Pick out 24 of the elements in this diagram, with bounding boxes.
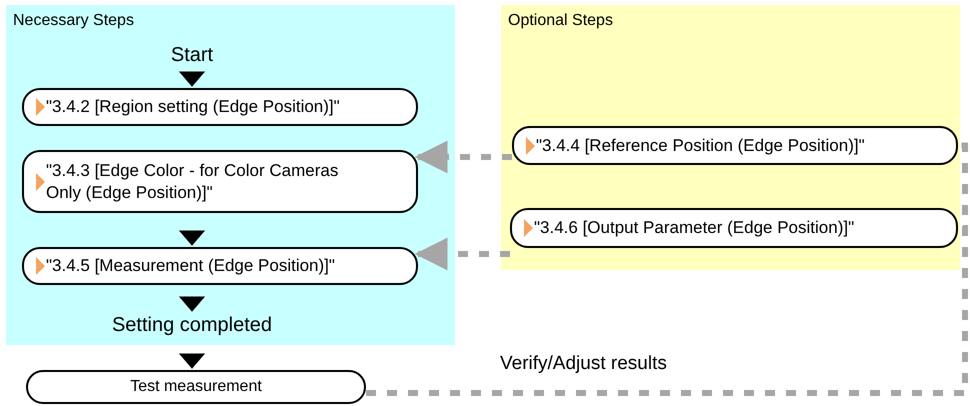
flow-arrow bbox=[178, 354, 206, 369]
step-box bbox=[26, 370, 366, 404]
edge-label: Verify/Adjust results bbox=[500, 353, 667, 375]
step-box bbox=[22, 150, 418, 213]
step-text: Test measurement bbox=[130, 377, 262, 397]
step-box bbox=[510, 208, 958, 248]
optional-steps-panel bbox=[501, 5, 960, 270]
start-label: Start bbox=[142, 43, 242, 67]
flow-arrow bbox=[178, 72, 206, 87]
step-box bbox=[22, 247, 418, 285]
panel-heading: Necessary Steps bbox=[13, 12, 134, 30]
flow-arrow bbox=[178, 296, 206, 312]
step-text: "3.4.5 [Measurement (Edge Position)]" bbox=[46, 255, 335, 277]
panel-heading: Optional Steps bbox=[508, 12, 613, 30]
step-box bbox=[22, 88, 418, 126]
flow-arrow bbox=[178, 230, 206, 246]
step-box bbox=[512, 126, 958, 165]
step-text: "3.4.4 [Reference Position (Edge Position)]" bbox=[536, 134, 865, 156]
step-text: "3.4.6 [Output Parameter (Edge Position)]" bbox=[534, 217, 854, 239]
end-label: Setting completed bbox=[82, 313, 302, 337]
necessary-steps-panel bbox=[6, 5, 455, 345]
step-text: "3.4.2 [Region setting (Edge Position)]" bbox=[46, 96, 340, 118]
step-text: "3.4.3 [Edge Color - for Color Cameras Only (Edge Position)]" bbox=[46, 160, 340, 204]
dashed-arrow bbox=[414, 140, 512, 174]
